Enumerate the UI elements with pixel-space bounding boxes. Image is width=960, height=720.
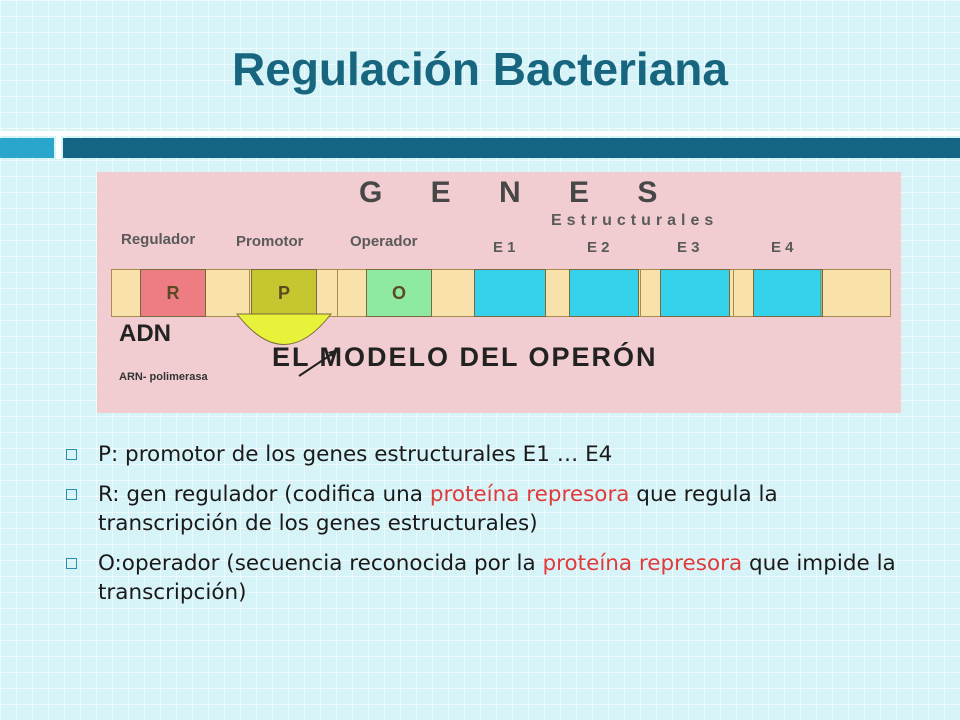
operator-label: Operador <box>350 233 418 250</box>
dna-strand: R P O <box>111 269 891 317</box>
e4-label: E 4 <box>771 239 794 256</box>
bullet-item-promoter: P: promotor de los genes estructurales E… <box>64 440 924 469</box>
bullet-text: P: promotor de los genes estructurales E… <box>98 442 613 467</box>
arn-polymerase-label: ARN- polimerasa <box>119 371 208 383</box>
bullet-text: R: gen regulador (codifica una <box>98 482 430 507</box>
operon-model-label: EL MODELO DEL OPERÓN <box>272 342 658 372</box>
operator-segment: O <box>366 269 432 317</box>
bullet-text: O:operador (secuencia reconocida por la <box>98 551 543 576</box>
bullet-text: que regula la transcripción de los genes… <box>98 482 778 536</box>
bullet-item-regulator: R: gen regulador (codifica una proteína … <box>64 480 924 538</box>
regulator-gene-segment: R <box>140 269 206 317</box>
strand-divider <box>337 270 338 316</box>
genes-title: G E N E S <box>359 176 678 209</box>
structural-gene-e3 <box>660 269 730 317</box>
operon-diagram: G E N E S Estructurales Regulador Promot… <box>97 172 901 413</box>
bullet-text: que impide la transcripción) <box>98 551 896 605</box>
e2-label: E 2 <box>587 239 610 256</box>
bullet-highlight: proteína represora <box>429 482 630 507</box>
promoter-label: Promotor <box>236 233 304 250</box>
promoter-segment-label: P <box>277 282 290 303</box>
bullet-marker-icon <box>66 489 77 500</box>
bullet-item-operator: O:operador (secuencia reconocida por la … <box>64 549 924 607</box>
regulator-label: Regulador <box>121 231 196 248</box>
e3-label: E 3 <box>677 239 700 256</box>
bullet-marker-icon <box>66 449 77 460</box>
strand-divider <box>820 270 821 316</box>
structural-gene-e4 <box>753 269 823 317</box>
title-divider-notch <box>56 131 61 159</box>
structural-genes-label: Estructurales <box>551 212 719 229</box>
strand-divider <box>733 270 734 316</box>
pointer-arrow-icon <box>298 349 339 377</box>
structural-gene-e1 <box>474 269 546 317</box>
accent-block-right <box>63 138 960 158</box>
strand-divider <box>249 270 250 316</box>
slide-title: Regulación Bacteriana <box>232 43 728 95</box>
bullet-highlight: proteína represora <box>542 551 743 576</box>
bullet-list: P: promotor de los genes estructurales E… <box>64 440 924 618</box>
e1-label: E 1 <box>493 239 516 256</box>
strand-divider <box>640 270 641 316</box>
operator-segment-label: O <box>391 282 406 303</box>
rna-polymerase-shape <box>236 313 332 345</box>
structural-gene-e2 <box>569 269 639 317</box>
regulator-segment-label: R <box>166 282 180 303</box>
bullet-marker-icon <box>66 558 77 569</box>
accent-block-left <box>0 138 54 158</box>
title-divider <box>0 131 960 136</box>
promoter-segment: P <box>251 269 317 317</box>
adn-label: ADN <box>119 320 171 347</box>
